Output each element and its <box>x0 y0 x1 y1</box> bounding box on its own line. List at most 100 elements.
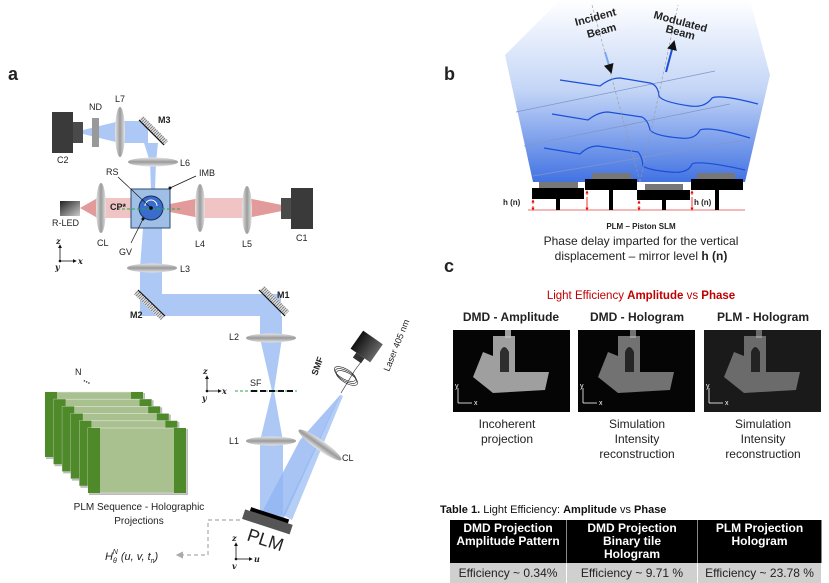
table-row: Efficiency ~ 0.34% Efficiency ~ 9.71 % E… <box>450 563 822 583</box>
fiber-coil-smf <box>334 361 362 394</box>
column-caption: reconstruction <box>725 447 800 461</box>
caption-line-2: displacement – mirror level h (n) <box>555 249 728 263</box>
image-axis-x: x <box>599 400 603 407</box>
axes-top: z x y <box>54 236 83 272</box>
rs-pointer <box>117 176 152 209</box>
reconstruction-image: yx <box>453 330 570 412</box>
image-axis-x: x <box>725 400 729 407</box>
label-l4: L4 <box>195 239 205 249</box>
height-arrows <box>531 190 694 211</box>
column-caption: Simulation <box>735 417 791 431</box>
hologram-frame <box>87 427 188 495</box>
caption-line-1: Phase delay imparted for the vertical <box>544 234 739 248</box>
panel-b-letter: b <box>444 64 455 84</box>
incident-axis <box>591 4 641 183</box>
lens-l2 <box>246 333 296 343</box>
label-r-led: R-LED <box>52 218 80 228</box>
device-label: PLM – Piston SLM <box>606 222 676 231</box>
panel-a-letter: a <box>8 64 19 84</box>
plm-device <box>242 507 293 535</box>
gv-dot <box>141 217 145 221</box>
panel-c-title: Light Efficiency Amplitude vs Phase <box>547 290 735 302</box>
lens-l1 <box>246 436 296 446</box>
incident-arrow <box>603 51 614 74</box>
column-caption: Incoherent <box>479 417 536 431</box>
column-header: DMD - Amplitude <box>463 310 560 324</box>
label-sf: SF <box>250 378 262 388</box>
image-axis-y: y <box>706 383 710 390</box>
column-header: DMD - Hologram <box>590 310 684 324</box>
label-m3: M3 <box>158 115 171 125</box>
mirror-m3 <box>138 115 169 146</box>
label-l5: L5 <box>242 239 252 249</box>
efficiency-table: Table 1. Light Efficiency: Amplitude vs … <box>440 504 822 583</box>
axis-x: x <box>221 386 227 396</box>
sequence-caption-line1: PLM Sequence - Holographic <box>74 502 205 513</box>
column-caption: Intensity <box>741 432 786 446</box>
lens-cl-top <box>96 183 106 233</box>
label-n: N <box>75 367 82 377</box>
label-l6: L6 <box>180 158 190 168</box>
r-led-source <box>60 201 80 216</box>
column-caption: reconstruction <box>599 447 674 461</box>
axis-z: z <box>231 533 237 543</box>
piston-mirrors <box>532 173 743 210</box>
label-l7: L7 <box>115 94 125 104</box>
hologram-frame-stack <box>44 391 188 495</box>
image-axis-y: y <box>580 383 584 390</box>
label-l1: L1 <box>229 436 239 446</box>
label-nd: ND <box>89 102 102 112</box>
panel-a: a C2 ND L7 M3 L6 <box>8 64 411 571</box>
beam-fan <box>505 0 770 182</box>
lens-cl-bottom <box>298 429 342 461</box>
label-m1: M1 <box>277 290 290 300</box>
column-caption: Intensity <box>615 432 660 446</box>
table-title: Table 1. Light Efficiency: Amplitude vs … <box>440 504 667 516</box>
modulated-arrow <box>665 40 677 73</box>
imb-pointer <box>169 175 197 189</box>
label-laser: Laser 405 nm <box>382 318 412 373</box>
label-cp: CP* <box>110 202 127 212</box>
panel-c-letter: c <box>444 256 454 276</box>
h-label-left: h (n) <box>503 198 521 207</box>
label-smf: SMF <box>309 355 325 377</box>
label-m2: M2 <box>130 310 143 320</box>
gv-pointer <box>130 218 144 244</box>
table-cell: Efficiency ~ 9.71 % <box>566 563 698 583</box>
image-axis-y: y <box>455 383 459 390</box>
label-l2: L2 <box>229 332 239 342</box>
wavefront-planes <box>515 70 746 177</box>
label-cl-bottom: CL <box>342 453 354 463</box>
label-gv: GV <box>119 247 132 257</box>
stack-ellipsis: ... <box>82 374 93 386</box>
axis-z: z <box>55 236 61 246</box>
panel-b: b Incident Beam Modulated Beam <box>444 0 770 263</box>
sequence-feed-arrow <box>175 519 240 559</box>
axis-v: v <box>232 561 237 571</box>
imb-dot <box>168 186 172 190</box>
blue-beam-path <box>83 121 343 520</box>
mirror-m2 <box>133 289 166 321</box>
panel-c: c Light Efficiency Amplitude vs Phase DM… <box>444 256 821 461</box>
laser-source-icon <box>350 330 383 364</box>
label-rs: RS <box>106 167 119 177</box>
axes-middle: z x y <box>201 366 227 403</box>
modulated-axis <box>639 4 679 183</box>
axis-x: x <box>77 256 83 266</box>
table-cell: Efficiency ~ 0.34% <box>450 563 567 583</box>
red-beam-path <box>80 196 282 220</box>
column-header: PLM - Hologram <box>717 310 809 324</box>
axes-plm: z u v <box>231 533 260 571</box>
image-axis-x: x <box>474 400 478 407</box>
sequence-caption-line2: Projections <box>114 516 163 527</box>
mirror-m1 <box>258 285 290 317</box>
modulated-wavefronts <box>543 77 759 173</box>
column-caption: projection <box>481 432 533 446</box>
lens-l5 <box>242 186 252 234</box>
nd-filter <box>92 118 99 147</box>
